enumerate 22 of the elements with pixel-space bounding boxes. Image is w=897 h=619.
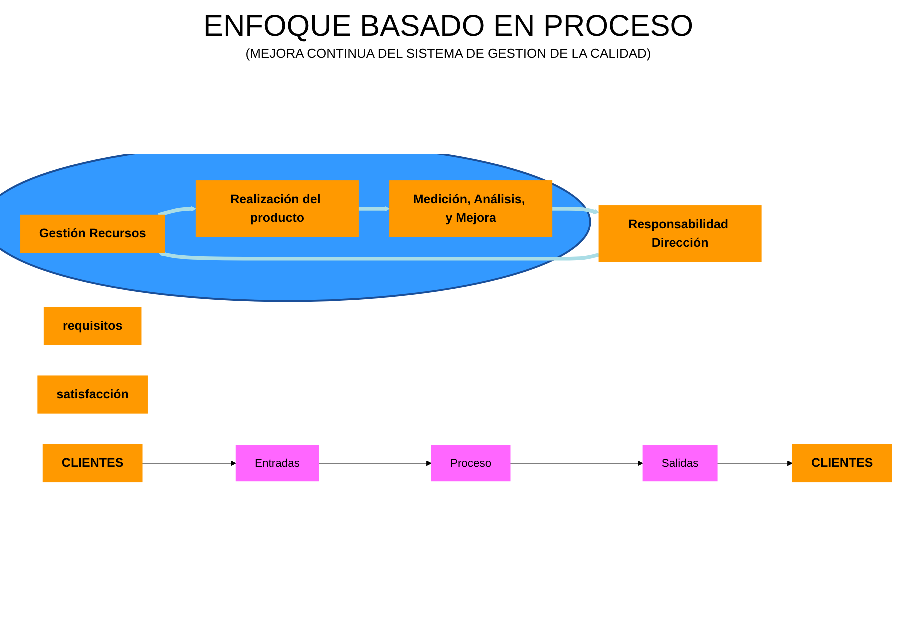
arrow <box>717 461 793 467</box>
diagram-title: ENFOQUE BASADO EN PROCESO <box>202 10 695 44</box>
node-box: Gestión Recursos <box>20 215 166 254</box>
node-box: Realización del producto <box>196 180 359 238</box>
arrow <box>158 206 196 218</box>
arrow <box>510 461 644 467</box>
arrow <box>142 461 236 467</box>
arrow <box>318 461 432 467</box>
node-box: Medición, Análisis, y Mejora <box>390 180 553 238</box>
arrow <box>358 206 390 212</box>
node-box: Responsabilidad Dirección <box>598 206 762 263</box>
arrow <box>552 207 600 215</box>
node-box: Entradas <box>236 446 319 482</box>
arrow <box>158 252 600 262</box>
node-box: CLIENTES <box>42 444 143 483</box>
node-box: CLIENTES <box>792 444 892 483</box>
node-box: satisfacción <box>38 376 148 414</box>
subtitle: (MEJORA CONTINUA DEL SISTEMA DE GESTION DE LA CALIDAD) <box>244 46 652 61</box>
cluster <box>0 154 592 303</box>
node-box: Salidas <box>642 446 718 482</box>
node-box: requisitos <box>44 307 142 346</box>
node-box: Proceso <box>431 446 511 482</box>
